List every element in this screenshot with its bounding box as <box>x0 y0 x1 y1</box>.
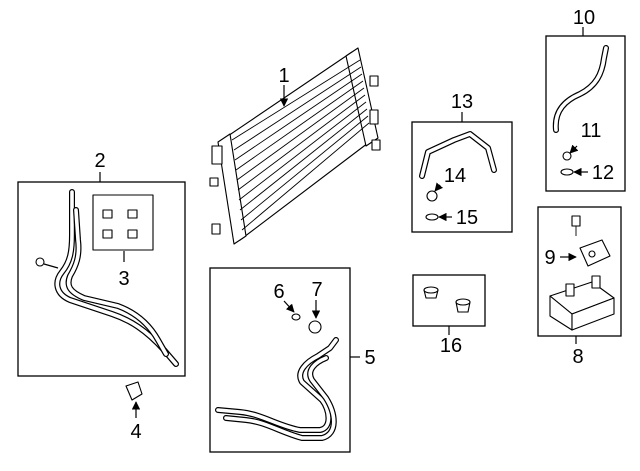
part-13-box <box>411 121 513 233</box>
callout-3: 3 <box>118 268 129 290</box>
callout-6: 6 <box>273 281 284 303</box>
callout-4: 4 <box>130 421 141 443</box>
callout-15: 15 <box>456 207 478 229</box>
callout-2: 2 <box>94 150 105 172</box>
callout-5: 5 <box>364 347 375 369</box>
callout-13: 13 <box>451 91 473 113</box>
callout-16: 16 <box>440 335 462 357</box>
tube-with-seals-illustration <box>552 45 609 176</box>
callout-9: 9 <box>544 247 555 269</box>
condenser-illustration <box>209 47 381 245</box>
fittings-illustration <box>423 286 471 313</box>
part-16-box <box>412 274 486 327</box>
callout-11: 11 <box>581 120 602 142</box>
clip-illustration <box>125 381 143 401</box>
callout-10: 10 <box>573 7 595 29</box>
callout-14: 14 <box>444 165 466 187</box>
callout-7: 7 <box>311 279 322 301</box>
callout-1: 1 <box>278 65 289 87</box>
callout-12: 12 <box>592 162 614 184</box>
oil-cooler-illustration <box>549 215 615 331</box>
tube-assembly-illustration <box>215 313 339 441</box>
callout-8: 8 <box>572 346 583 368</box>
cooler-line-illustration <box>35 189 179 367</box>
hose-illustration <box>419 131 497 221</box>
